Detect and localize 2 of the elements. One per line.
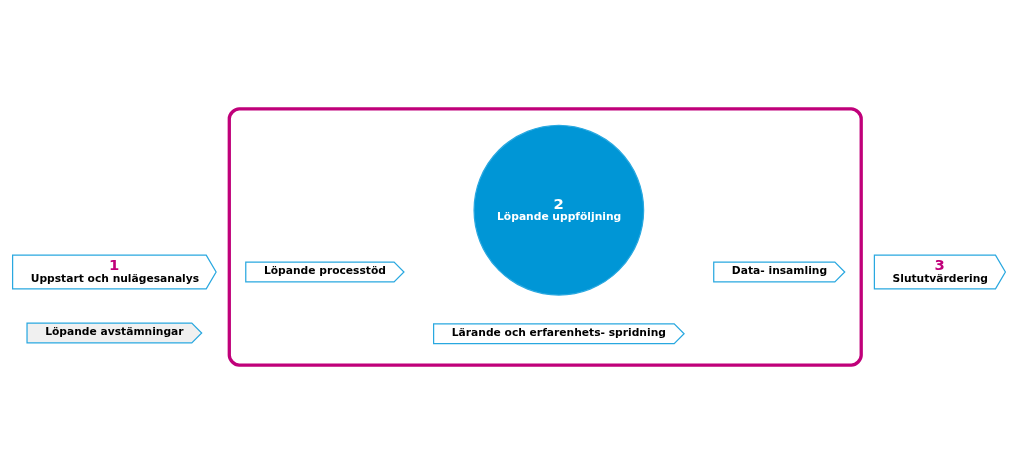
node-circle: 2 Löpande uppföljning xyxy=(473,124,645,296)
cluster xyxy=(227,107,863,367)
